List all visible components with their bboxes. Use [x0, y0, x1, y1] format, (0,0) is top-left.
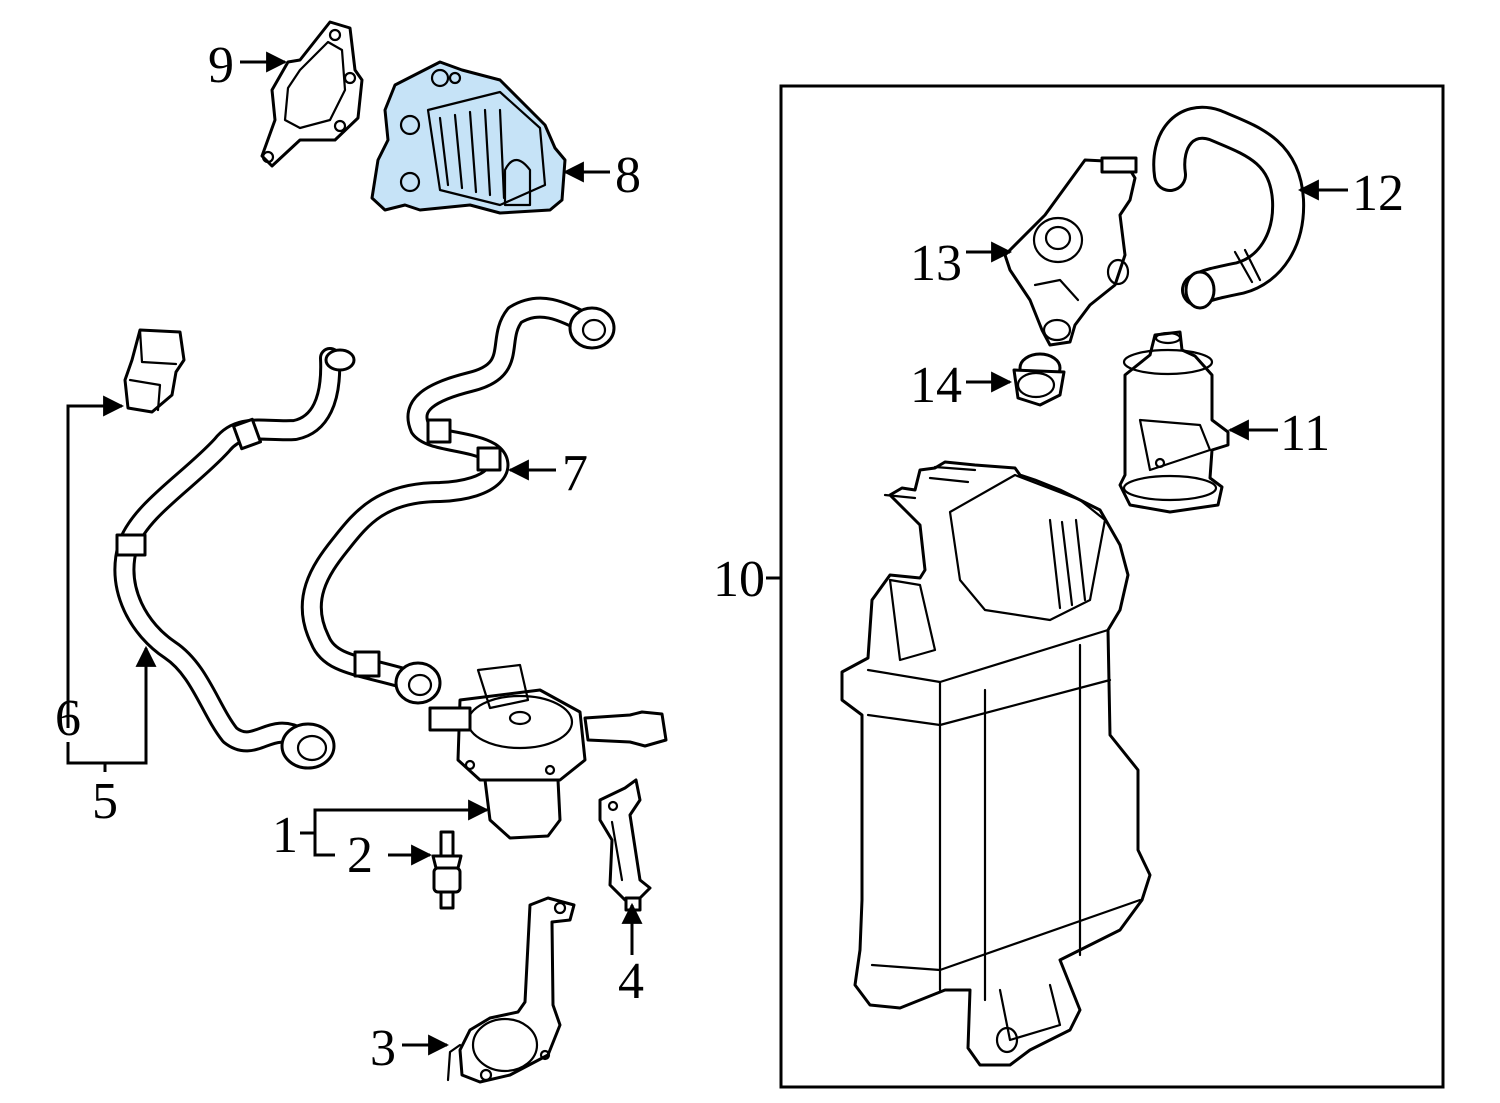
leader-6	[66, 395, 125, 728]
callout-12: 12	[1352, 165, 1404, 222]
hose-part-5[interactable]	[113, 347, 356, 770]
callout-14: 14	[910, 357, 962, 414]
valve-part-13[interactable]	[1003, 156, 1138, 347]
leader-1	[300, 799, 490, 835]
stud-part-2[interactable]	[431, 830, 463, 910]
callout-4: 4	[618, 953, 644, 1010]
bracket-part-3[interactable]	[446, 896, 576, 1084]
callout-1: 1	[272, 807, 298, 864]
callout-6: 6	[55, 690, 81, 747]
filter-part-11[interactable]	[1118, 330, 1230, 514]
callout-5: 5	[92, 773, 118, 830]
callout-7: 7	[562, 445, 588, 502]
valve-part-8[interactable]	[370, 60, 567, 215]
hose-part-12[interactable]	[1152, 106, 1306, 310]
callout-8: 8	[615, 147, 641, 204]
callout-labels: 9 8 6 5 7 1 2 4 3 10 12 13 14 11	[55, 37, 1404, 1077]
leader-lines	[66, 51, 1348, 1056]
connector-part-6[interactable]	[123, 328, 186, 414]
hose-part-7[interactable]	[300, 296, 616, 705]
canister-group-frame	[779, 84, 1445, 1089]
callout-11: 11	[1280, 405, 1330, 462]
canister-part-10[interactable]	[840, 460, 1152, 1067]
callout-10: 10	[713, 551, 765, 608]
callout-13: 13	[910, 235, 962, 292]
connector-part-14[interactable]	[1012, 352, 1066, 407]
callout-3: 3	[370, 1020, 396, 1077]
gasket-part-9[interactable]	[260, 20, 364, 168]
bracket-part-4[interactable]	[598, 778, 652, 912]
pump-part-1[interactable]	[428, 663, 668, 840]
callout-9: 9	[208, 37, 234, 94]
leader-1-branch	[313, 833, 335, 857]
leader-5	[66, 645, 157, 765]
callout-2: 2	[347, 827, 373, 884]
